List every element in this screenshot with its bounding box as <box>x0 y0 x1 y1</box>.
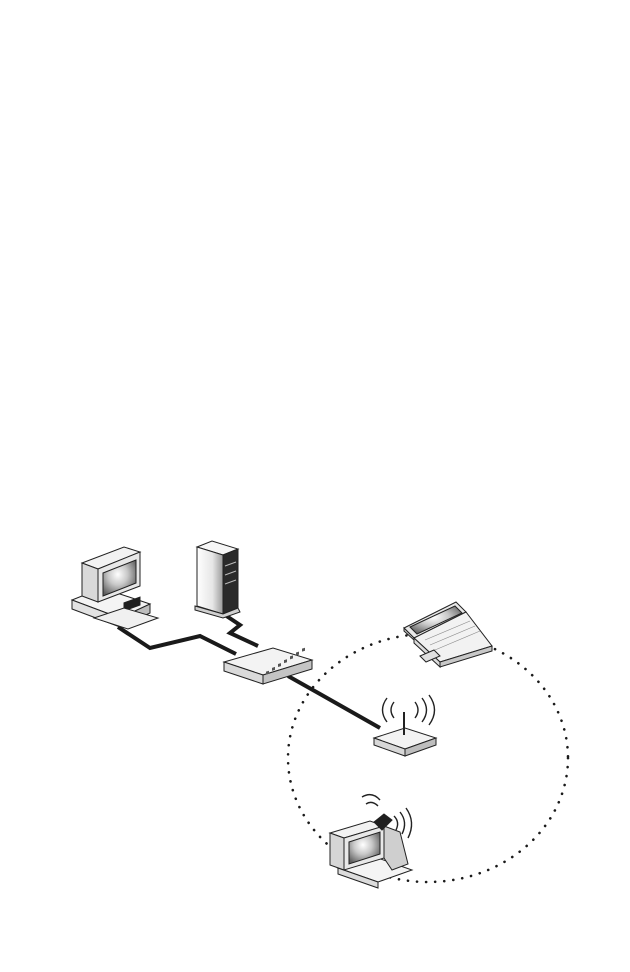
tower-server-icon <box>195 541 240 618</box>
desktop-computer-icon <box>72 547 158 629</box>
wireless-desktop-icon <box>330 795 412 888</box>
laptop-icon <box>404 602 492 667</box>
cable-desktop-to-switch <box>118 627 236 654</box>
cable-server-to-switch <box>222 613 258 646</box>
switch-icon <box>224 648 312 684</box>
wireless-router-icon <box>374 695 436 756</box>
